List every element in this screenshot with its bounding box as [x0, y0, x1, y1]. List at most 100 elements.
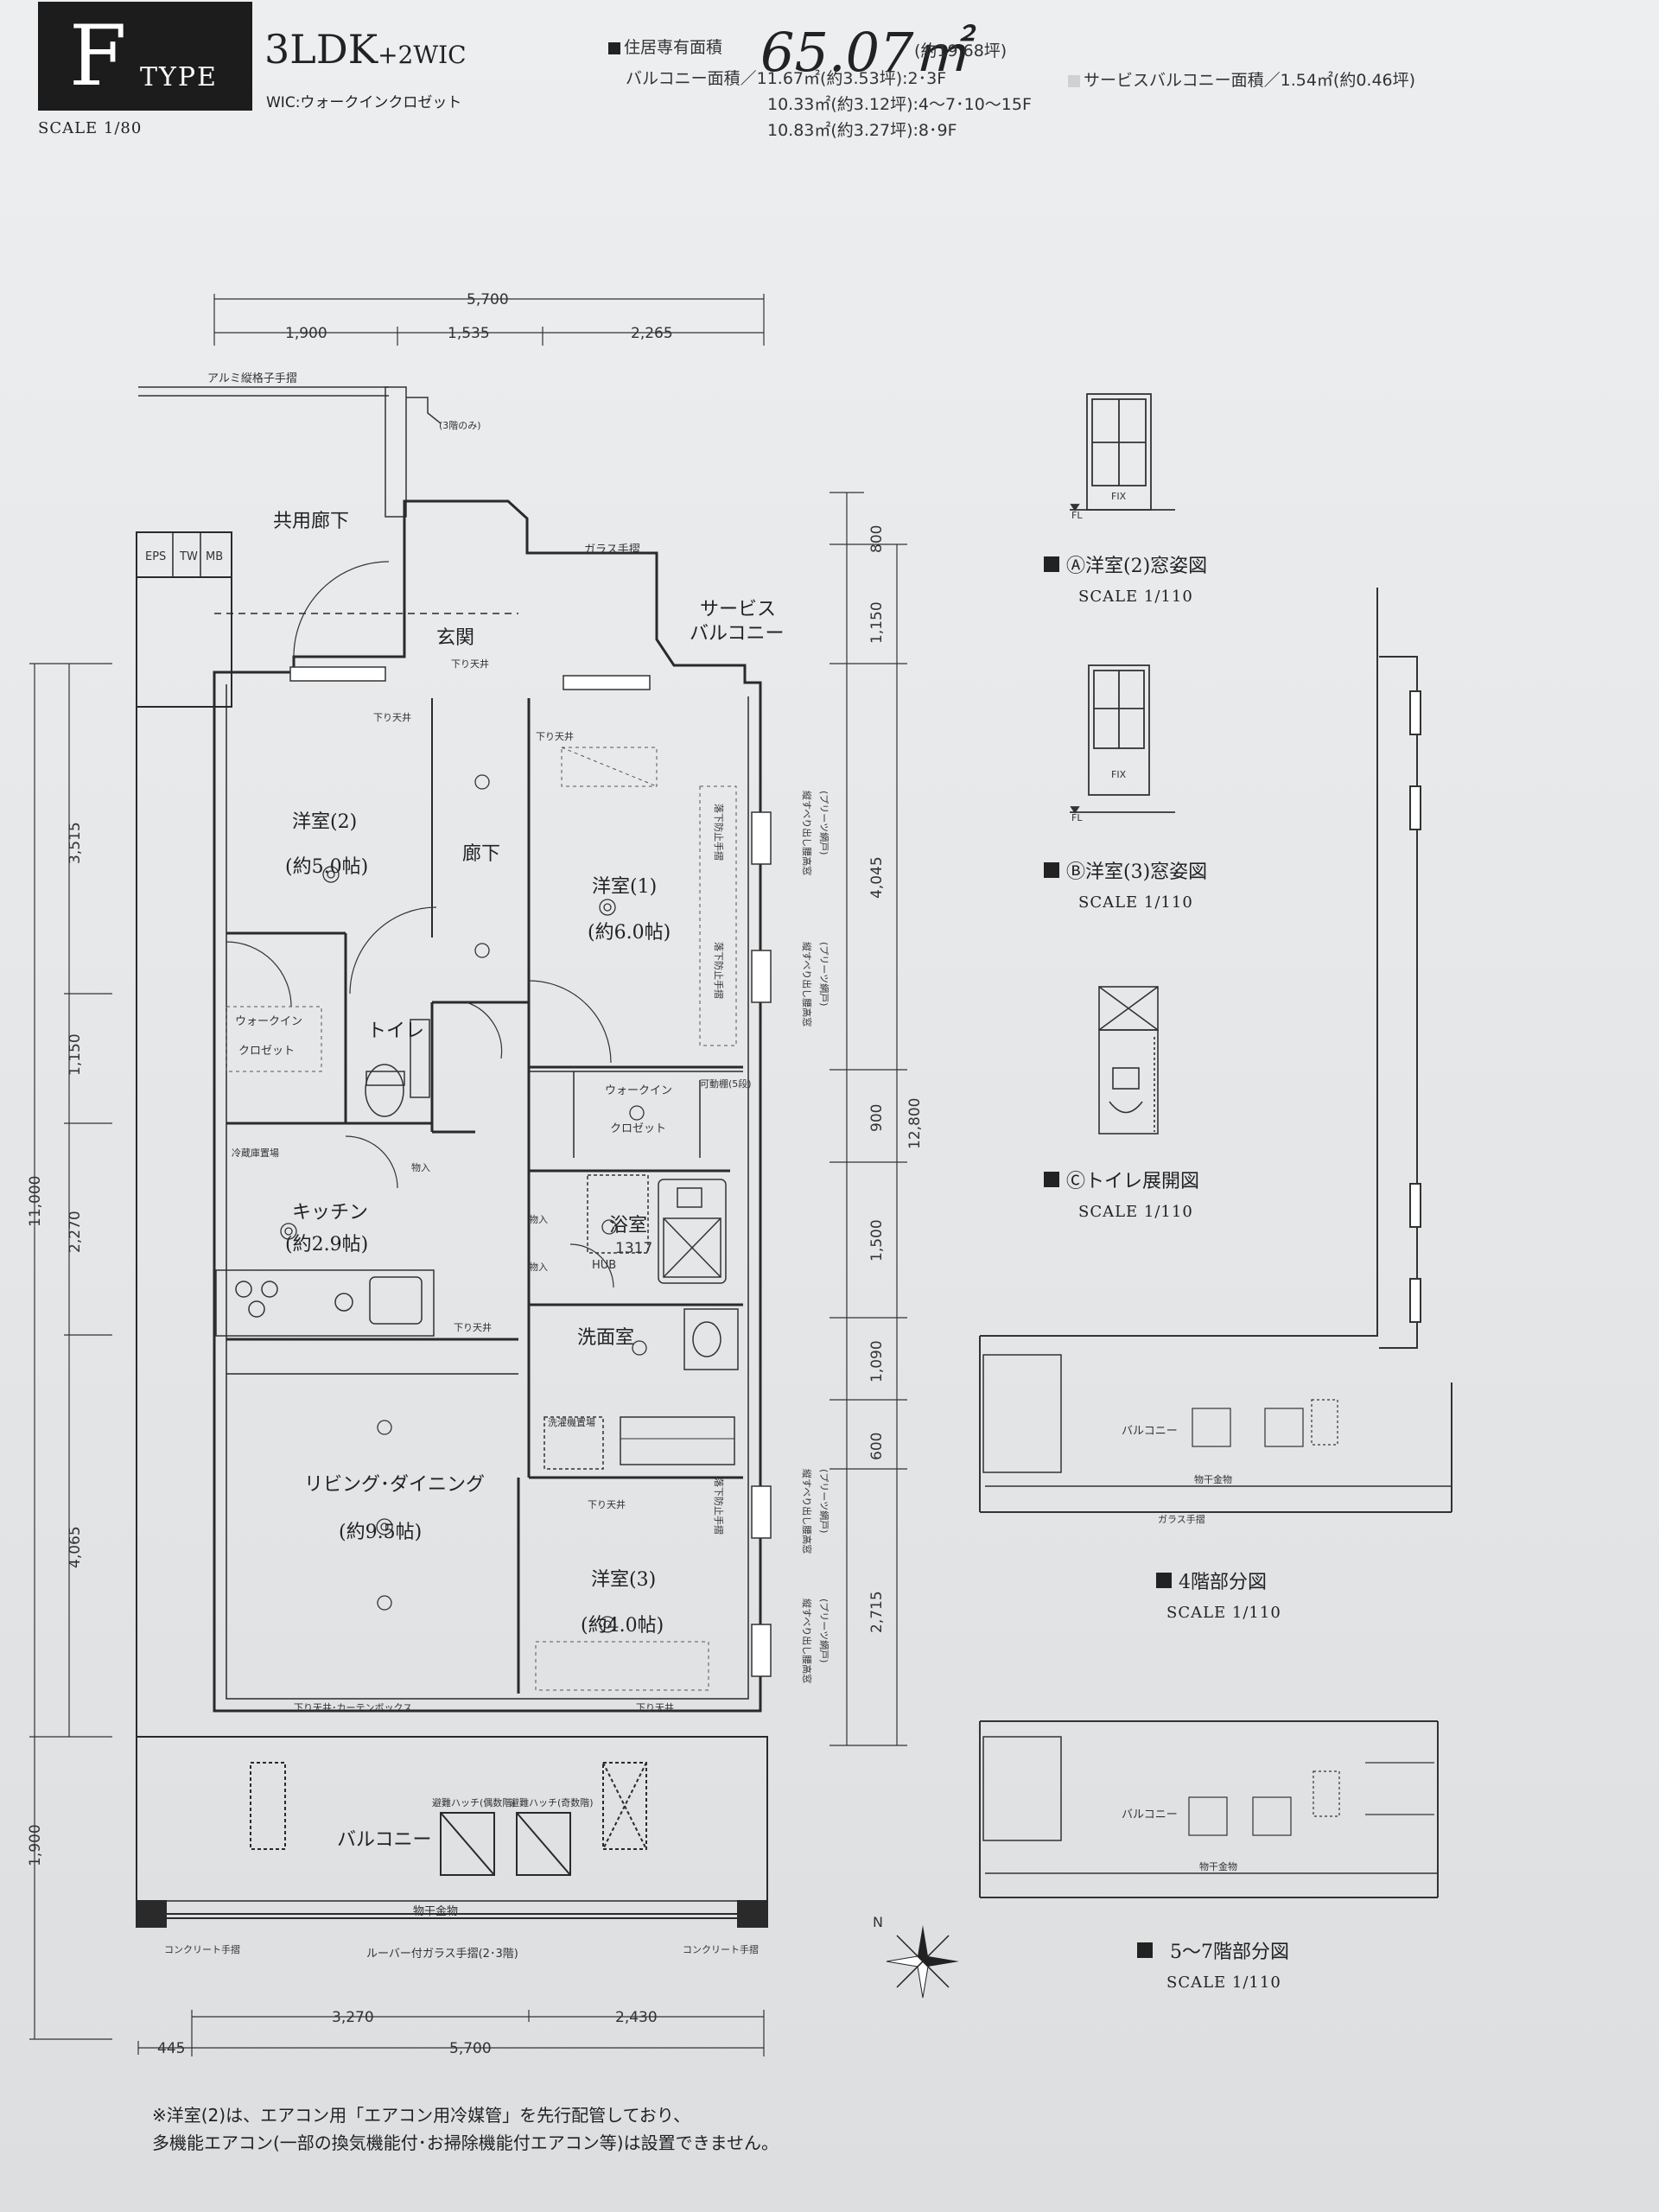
room-entrance: 玄関	[436, 627, 474, 649]
floor57-bullet-icon	[1137, 1942, 1153, 1958]
floor3-only-label: (3階のみ)	[439, 419, 481, 431]
window-b-fix: FIX	[1111, 769, 1127, 780]
window-b-bullet-icon	[1044, 862, 1059, 878]
bottom-dimensions	[137, 2010, 765, 2056]
room-washroom: 洗面室	[577, 1327, 634, 1349]
room-western2: 洋室(2)	[292, 811, 357, 833]
window-a-scale: SCALE 1/110	[1078, 588, 1193, 606]
room-kitchen-size: (約2.9帖)	[285, 1234, 368, 1255]
window-a-fix: FIX	[1111, 491, 1127, 502]
dim-bottom-3: 445	[157, 2040, 185, 2057]
dim-bottom-total: 5,700	[449, 2040, 492, 2057]
room-toilet: トイレ	[367, 1020, 424, 1042]
window-a-elevation	[1070, 393, 1175, 512]
floor4-bullet-icon	[1156, 1573, 1172, 1588]
footnote-line-2: 多機能エアコン(一部の換気機能付･お掃除機能付エアコン等)は設置できません。	[152, 2133, 779, 2153]
label-down-ceiling-5: 下り天井	[588, 1498, 626, 1510]
footnote-line-1: ※洋室(2)は、エアコン用「エアコン用冷媒管」を先行配管しており、	[152, 2105, 691, 2126]
room-western1-size: (約6.0帖)	[588, 922, 671, 944]
floor57-scale: SCALE 1/110	[1166, 1974, 1281, 1992]
dim-top-2: 1,535	[448, 325, 490, 342]
left-dimensions	[29, 663, 112, 2040]
room-hallway: 廊下	[462, 843, 500, 865]
label-window-b1a: 縦すべり出し腰高窓	[801, 791, 813, 875]
dim-right-5: 1,500	[868, 1219, 886, 1262]
wic-label-bedroom1-2: クロゼット	[610, 1122, 666, 1135]
wic-label-bedroom2-2: クロゼット	[238, 1045, 295, 1058]
window-b-title: Ⓑ洋室(3)窓姿図	[1066, 861, 1207, 883]
toilet-c-elevation	[1098, 986, 1159, 1135]
bedroom1-windows	[289, 666, 772, 1677]
dim-left-2: 1,150	[67, 1033, 84, 1076]
area-line: 住居専有面積	[608, 35, 722, 58]
floor57-drying-label: 物干金物	[1199, 1860, 1237, 1872]
toilet-c-title: Ⓒトイレ展開図	[1066, 1171, 1199, 1192]
area-tsubo: (約19.68坪)	[914, 41, 1007, 60]
label-window-b3b: 縦すべり出し腰高窓	[801, 1599, 813, 1683]
floor4-scale: SCALE 1/110	[1166, 1604, 1281, 1622]
wic-label-bedroom2: ウォークイン	[235, 1015, 302, 1028]
label-mb: MB	[206, 550, 223, 563]
label-refrigerator: 冷蔵庫置場	[232, 1147, 279, 1159]
label-storage-3: 物入	[529, 1261, 548, 1273]
room-western3-size: (約4.0帖)	[581, 1615, 664, 1637]
north-compass-icon: N	[873, 1914, 959, 1999]
balcony-area-3: 10.83㎡(約3.27坪):8･9F	[767, 121, 957, 140]
label-concrete-rail-right: コンクリート手摺	[683, 1943, 759, 1955]
type-badge: F TYPE	[38, 2, 252, 111]
label-laundry: 洗濯機置場	[548, 1416, 595, 1428]
dim-right-1: 800	[868, 525, 886, 553]
room-western1: 洋室(1)	[592, 876, 657, 898]
window-a-title: Ⓐ洋室(2)窓姿図	[1066, 556, 1207, 577]
floor4-drying-label: 物干金物	[1194, 1473, 1232, 1485]
alumi-rail-label: アルミ縦格子手摺	[207, 372, 297, 385]
label-drying: 物干金物	[413, 1904, 458, 1918]
label-fall-guard-2: 落下防止手摺	[713, 942, 725, 999]
label-evac-hatch-even: 避難ハッチ(偶数階)	[432, 1796, 516, 1808]
label-down-ceiling-1: 下り天井	[451, 658, 489, 670]
top-dimensions	[213, 294, 765, 346]
closet-hatching	[226, 747, 737, 1691]
floor57-partial-plan	[979, 1720, 1439, 1898]
dim-right-4: 900	[868, 1104, 886, 1132]
footnote: ※洋室(2)は、エアコン用「エアコン用冷媒管」を先行配管しており、 多機能エアコ…	[152, 2101, 779, 2157]
dim-top-3: 2,265	[631, 325, 673, 342]
label-movable-shelf: 可動棚(5段)	[700, 1077, 752, 1090]
dim-top-total: 5,700	[467, 291, 509, 308]
balcony-outline	[136, 1736, 768, 1928]
dim-bottom-1: 3,270	[332, 2009, 374, 2026]
room-shared-corridor: 共用廊下	[273, 511, 349, 532]
toilet-c-bullet-icon	[1044, 1172, 1059, 1187]
door-swings	[226, 561, 614, 1288]
washroom-fixtures	[543, 1308, 739, 1470]
room-living: リビング･ダイニング	[304, 1474, 485, 1496]
service-balcony-area: サービスバルコニー面積／1.54㎡(約0.46坪)	[1068, 67, 1415, 91]
label-pleats-b3a: (プリーツ網戸)	[818, 1469, 830, 1533]
bathtub	[587, 1174, 727, 1284]
right-dimensions	[830, 492, 907, 1746]
toilet-fixture	[365, 1019, 430, 1117]
dim-right-2: 1,150	[868, 601, 886, 644]
dim-bottom-2: 2,430	[615, 2009, 658, 2026]
room-service-balcony: サービス	[700, 599, 776, 620]
service-balcony-area-text: サービスバルコニー面積／1.54㎡(約0.46坪)	[1084, 71, 1416, 90]
svg-text:N: N	[873, 1914, 883, 1930]
floor4-glass-rail-label: ガラス手摺	[1158, 1513, 1205, 1525]
label-eps: EPS	[145, 550, 166, 563]
window-b-fl: FL	[1071, 812, 1083, 823]
label-evac-hatch-odd: 避難ハッチ(奇数階)	[510, 1796, 594, 1808]
label-pleats-b1b: (プリーツ網戸)	[818, 942, 830, 1006]
layout-type: 3LDK+2WIC	[264, 26, 467, 73]
label-window-b3a: 縦すべり出し腰高窓	[801, 1469, 813, 1554]
dim-left-4: 4,065	[67, 1526, 84, 1568]
window-a-bullet-icon	[1044, 556, 1059, 572]
label-pleats-b1a: (プリーツ網戸)	[818, 791, 830, 855]
alumi-rail	[138, 386, 442, 518]
label-storage-1: 物入	[411, 1161, 430, 1173]
label-down-ceiling-6: 下り天井	[636, 1701, 674, 1713]
room-living-size: (約9.5帖)	[339, 1522, 422, 1543]
label-curtain-box: 下り天井･カーテンボックス	[294, 1701, 412, 1713]
floor57-title: 5〜7階部分図	[1170, 1942, 1289, 1963]
room-western3: 洋室(3)	[591, 1569, 656, 1591]
